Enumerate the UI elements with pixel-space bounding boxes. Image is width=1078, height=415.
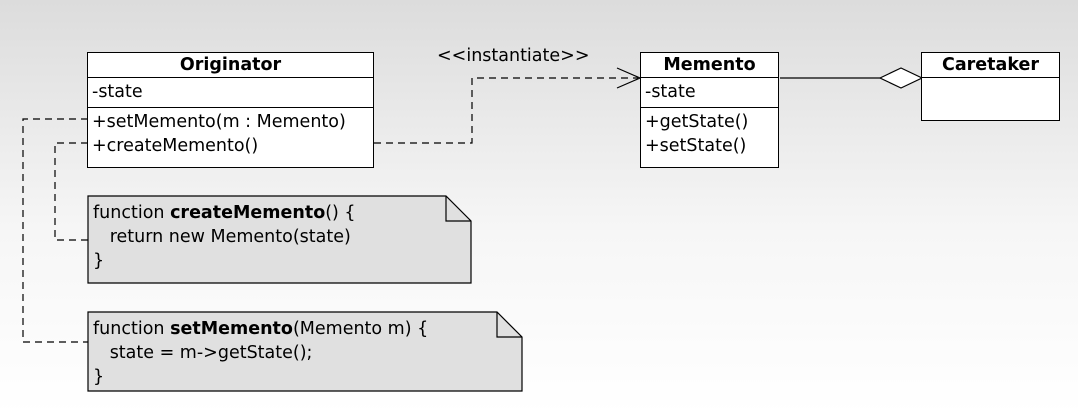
note-line-2: return new Memento(state) — [93, 227, 351, 247]
instantiate-stereotype-label: <<instantiate>> — [437, 46, 590, 66]
class-originator[interactable]: Originator -state +setMemento(m : Mement… — [87, 52, 374, 168]
note-function-name: createMemento — [170, 203, 326, 223]
attribute-state: -state — [92, 82, 143, 102]
note-create-memento: function createMemento() { return new Me… — [88, 196, 471, 283]
note-function-name: setMemento — [170, 319, 293, 339]
note-line-2: state = m->getState(); — [93, 343, 313, 363]
note-line-3: } — [93, 367, 105, 387]
note-text: function — [93, 203, 171, 223]
class-memento[interactable]: Memento -state +getState() +setState() — [640, 52, 779, 168]
class-operations: +setMemento(m : Memento) +createMemento(… — [88, 108, 373, 158]
note-text: function — [93, 319, 171, 339]
attribute-state: -state — [645, 82, 696, 102]
note-shape-set-memento — [87, 311, 523, 392]
note-text: () { — [325, 203, 356, 223]
instantiate-dependency-line — [374, 77, 638, 144]
note-line-1: function setMemento(Memento m) { — [93, 317, 522, 341]
class-caretaker[interactable]: Caretaker — [921, 52, 1060, 121]
class-attributes: -state — [641, 78, 778, 108]
note-text: (Memento m) { — [292, 319, 429, 339]
operation-create-memento: +createMemento() — [92, 136, 259, 156]
operation-set-memento: +setMemento(m : Memento) — [92, 112, 346, 132]
class-name: Memento — [641, 53, 778, 78]
note-line-1: function createMemento() { — [93, 201, 471, 225]
operation-set-state: +setState() — [645, 136, 747, 156]
operation-get-state: +getState() — [645, 112, 749, 132]
class-operations: +getState() +setState() — [641, 108, 778, 158]
class-name: Caretaker — [922, 53, 1059, 78]
class-attributes: -state — [88, 78, 373, 108]
note-fold-create-memento — [445, 196, 471, 222]
note-link-create-memento — [54, 142, 88, 241]
note-set-memento: function setMemento(Memento m) { state =… — [88, 312, 522, 391]
aggregation-diamond — [878, 67, 924, 89]
class-name: Originator — [88, 53, 373, 78]
note-line-3: } — [93, 251, 105, 271]
note-fold-set-memento — [496, 312, 522, 338]
note-shape-create-memento — [87, 195, 472, 284]
